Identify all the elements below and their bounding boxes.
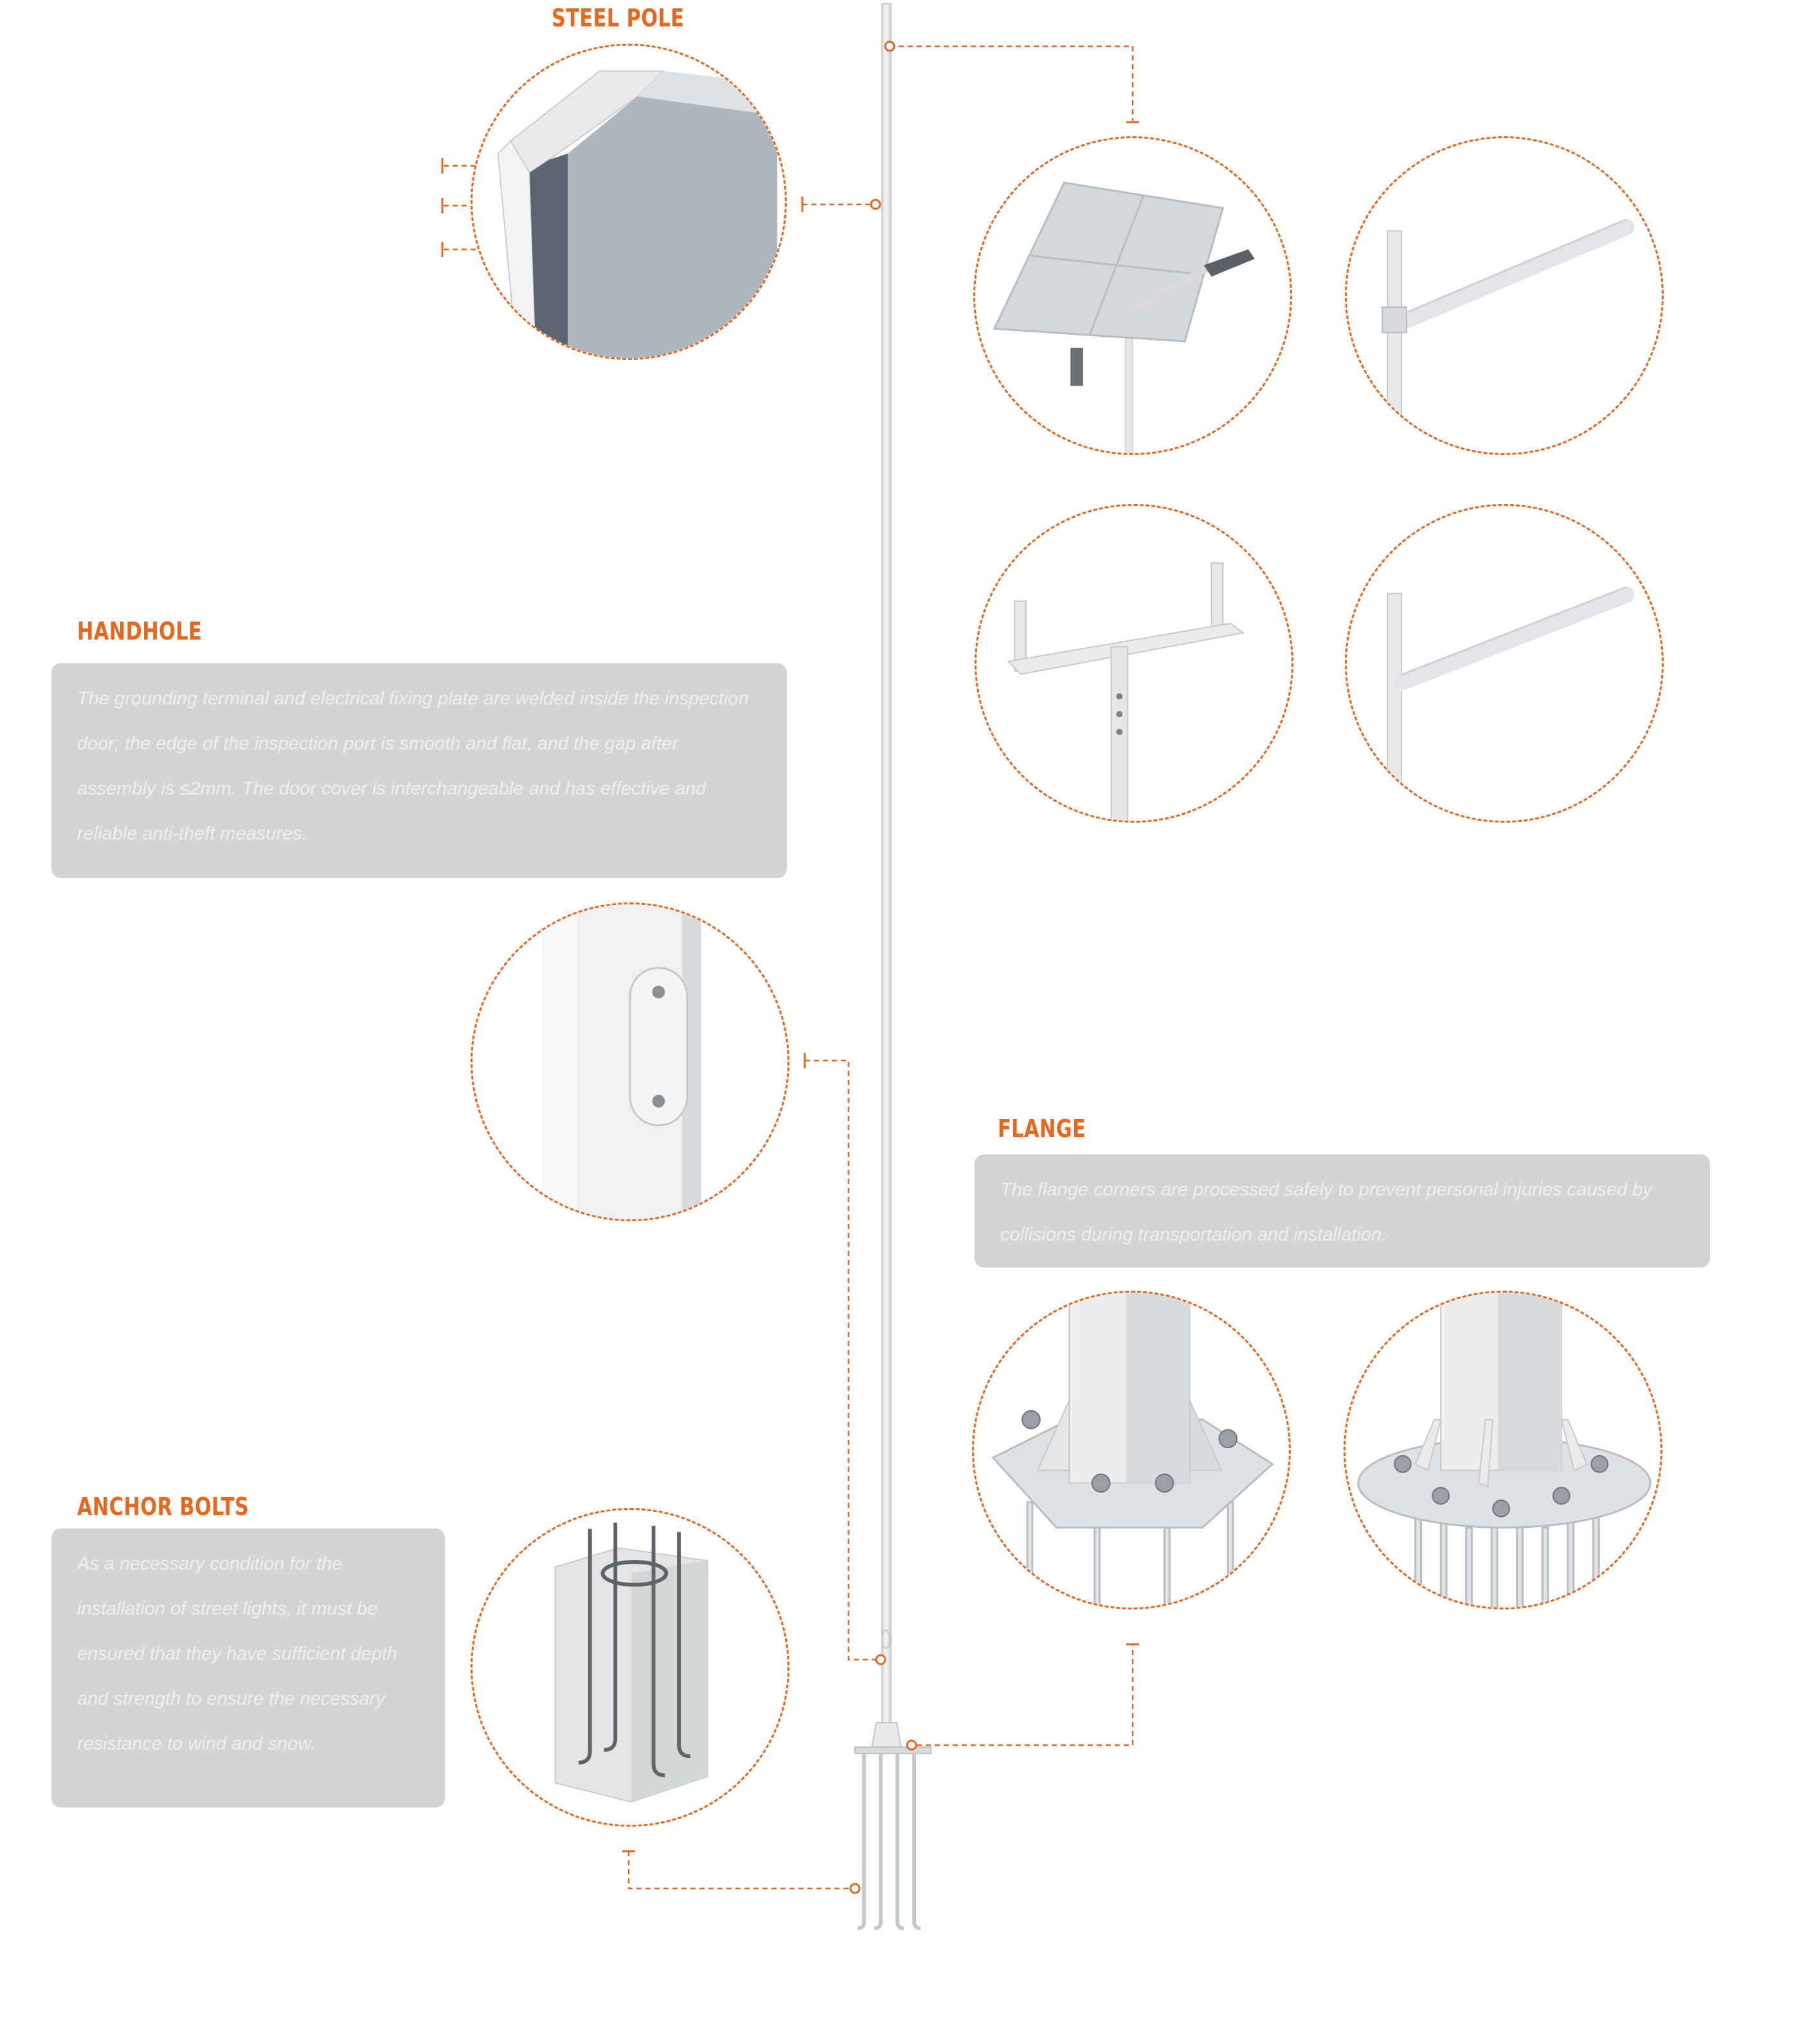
single-arm-bracket-icon (1382, 219, 1635, 453)
round-flange-detail (1344, 1291, 1662, 1609)
handhole-title: HANDHOLE (77, 617, 203, 645)
round-flange-icon (1357, 1293, 1652, 1608)
angled-arm-bracket-detail (1345, 504, 1664, 823)
anchor-bolts-detail (471, 1508, 789, 1827)
square-flange-detail (972, 1291, 1291, 1609)
single-arm-bracket-detail (1345, 136, 1664, 455)
concrete-foundation-icon (554, 1522, 708, 1803)
steel-pole-profile-icon (497, 70, 778, 358)
flange-description: The flange corners are processed safely … (975, 1154, 1710, 1268)
anchor-bolts-description: As a necessary condition for the install… (51, 1529, 445, 1807)
steel-pole-title: STEEL POLE (552, 4, 685, 32)
square-flange-icon (991, 1293, 1274, 1608)
anchor-bolts-title: ANCHOR BOLTS (77, 1493, 249, 1521)
angled-arm-bracket-icon (1387, 586, 1635, 821)
steel-pole-illustration (854, 3, 932, 1930)
double-arm-bracket-detail (975, 504, 1293, 823)
flange-title: FLANGE (998, 1115, 1086, 1143)
double-arm-bracket-icon (1007, 562, 1245, 821)
handhole-description: The grounding terminal and electrical fi… (51, 663, 787, 878)
solar-panel-lamp-icon (993, 181, 1255, 453)
solar-light-detail (973, 136, 1292, 455)
inspection-door-icon (542, 904, 701, 1219)
steel-pole-detail (471, 44, 787, 360)
handhole-detail (471, 902, 789, 1221)
